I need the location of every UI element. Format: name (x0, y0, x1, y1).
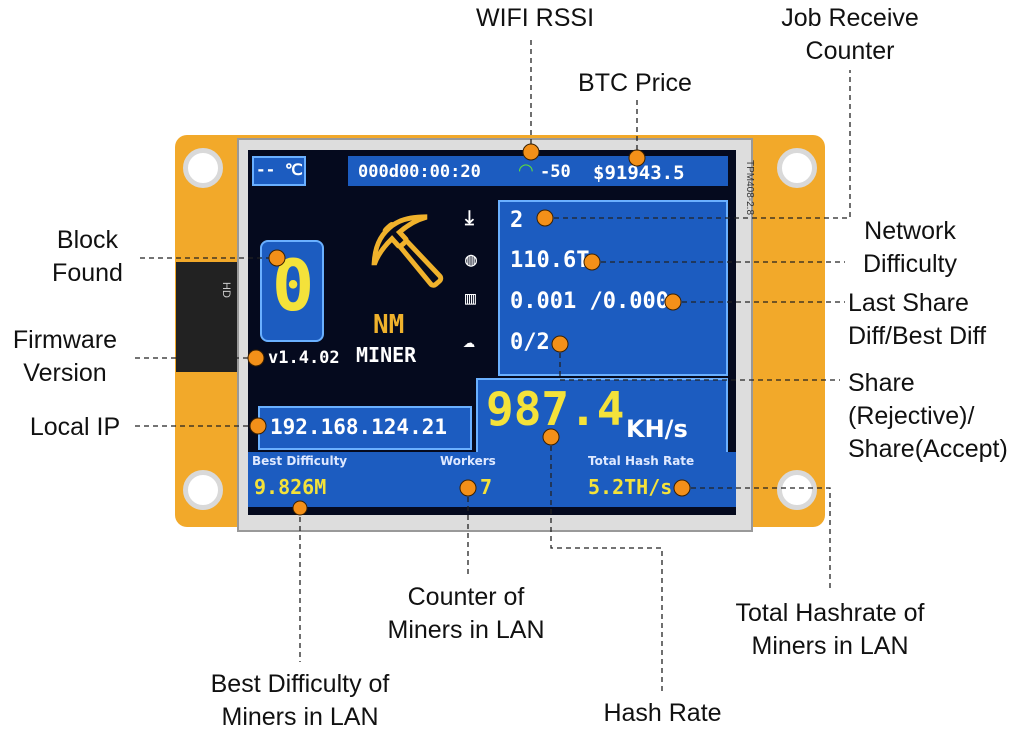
wifi-icon: ◠ (518, 160, 534, 180)
label-share: Share (Rejective)/ Share(Accept) (848, 367, 1008, 466)
board-model: TPM408-2.8 (744, 160, 755, 216)
lan-panel (248, 452, 736, 507)
label-hash-rate: Hash Rate (603, 699, 722, 727)
label-line: Miners in LAN (751, 632, 909, 660)
label-line: Version (23, 359, 107, 387)
marker-dot (292, 500, 308, 516)
label-line: Difficulty (862, 250, 957, 278)
label-line: Diff/Best Diff (848, 322, 987, 350)
marker-dot (583, 253, 601, 271)
label-counter-miners: Counter of Miners in LAN (360, 581, 572, 647)
marker-dot (664, 293, 682, 311)
label-line: Last Share (848, 289, 969, 317)
chart-icon: ▥ (465, 288, 476, 309)
marker-dot (542, 428, 560, 446)
temperature: -- ℃ (256, 160, 303, 179)
marker-dot (249, 417, 267, 435)
firmware-version: v1.4.02 (268, 348, 340, 368)
label-line: Job Receive (781, 4, 919, 32)
cloud-upload-icon: ☁ (463, 328, 476, 352)
leader-total (682, 487, 831, 592)
marker-dot (522, 143, 540, 161)
total-hash: 5.2TH/s (588, 475, 673, 499)
label-btc-price: BTC Price (578, 69, 692, 97)
share-diff: 0.001 /0.000 (510, 289, 669, 314)
rssi: -50 (540, 162, 571, 182)
logo-bottom: MINER (356, 343, 417, 367)
label-line: (Rejective)/ (848, 402, 975, 430)
label-wifi-rssi: WIFI RSSI (475, 4, 595, 32)
label-line: Total Hashrate of (735, 599, 925, 627)
leader-share (559, 344, 840, 381)
mount-hole (777, 470, 817, 510)
temp-panel (252, 156, 306, 186)
workers-label: Workers (440, 454, 496, 468)
hashrate: 987.4 (486, 382, 625, 436)
label-line: Miners in LAN (221, 703, 379, 731)
label-line: Network (864, 217, 956, 245)
leader-hashrate (550, 437, 663, 695)
label-line: Share(Accept) (848, 435, 1008, 463)
label-line: Counter (805, 37, 895, 65)
network-difficulty: 110.6T (510, 248, 590, 273)
mount-hole (183, 470, 223, 510)
label-line: Counter of (407, 583, 525, 611)
status-bar (348, 156, 728, 186)
shares: 0/2 (510, 330, 550, 355)
uptime: 000d00:00:20 (358, 162, 481, 182)
total-hash-label: Total Hash Rate (588, 454, 695, 468)
lcd-screen: -- ℃ 000d00:00:20 ◠ -50 $91943.5 ⤓ ◍ ▥ ☁… (248, 150, 736, 515)
mount-hole (777, 148, 817, 188)
hd-text: HD (220, 282, 232, 298)
hd-chip: HD (176, 262, 238, 372)
label-line: Best Difficulty of (210, 670, 390, 698)
marker-dot (673, 479, 691, 497)
label-line: Firmware (12, 326, 118, 354)
label-local-ip: Local IP (29, 413, 121, 441)
marker-dot (551, 335, 569, 353)
label-total-hashrate: Total Hashrate of Miners in LAN (700, 597, 960, 663)
best-difficulty: 9.826M (254, 475, 327, 499)
marker-dot (459, 479, 477, 497)
local-ip: 192.168.124.21 (270, 415, 448, 439)
mount-hole (183, 148, 223, 188)
label-line: Found (52, 259, 123, 287)
leader-job (545, 70, 851, 219)
label-line: Miners in LAN (387, 616, 545, 644)
marker-dot (536, 209, 554, 227)
label-line: Block (56, 226, 119, 254)
label-line: Share (848, 369, 915, 397)
marker-dot (628, 149, 646, 167)
globe-icon: ◍ (465, 247, 478, 271)
marker-dot (247, 349, 265, 367)
workers: 7 (480, 475, 493, 499)
marker-dot (268, 249, 286, 267)
label-best-difficulty: Best Difficulty of Miners in LAN (170, 668, 430, 734)
stats-panel (498, 200, 728, 376)
btc-price: $91943.5 (593, 162, 685, 184)
miner-logo-icon: ⛏ (363, 210, 452, 292)
logo-top: NM (373, 310, 405, 340)
jobs-count: 2 (510, 208, 524, 233)
hashrate-unit: KH/s (626, 415, 688, 443)
download-icon: ⤓ (465, 205, 474, 229)
best-difficulty-label: Best Difficulty (252, 454, 348, 468)
